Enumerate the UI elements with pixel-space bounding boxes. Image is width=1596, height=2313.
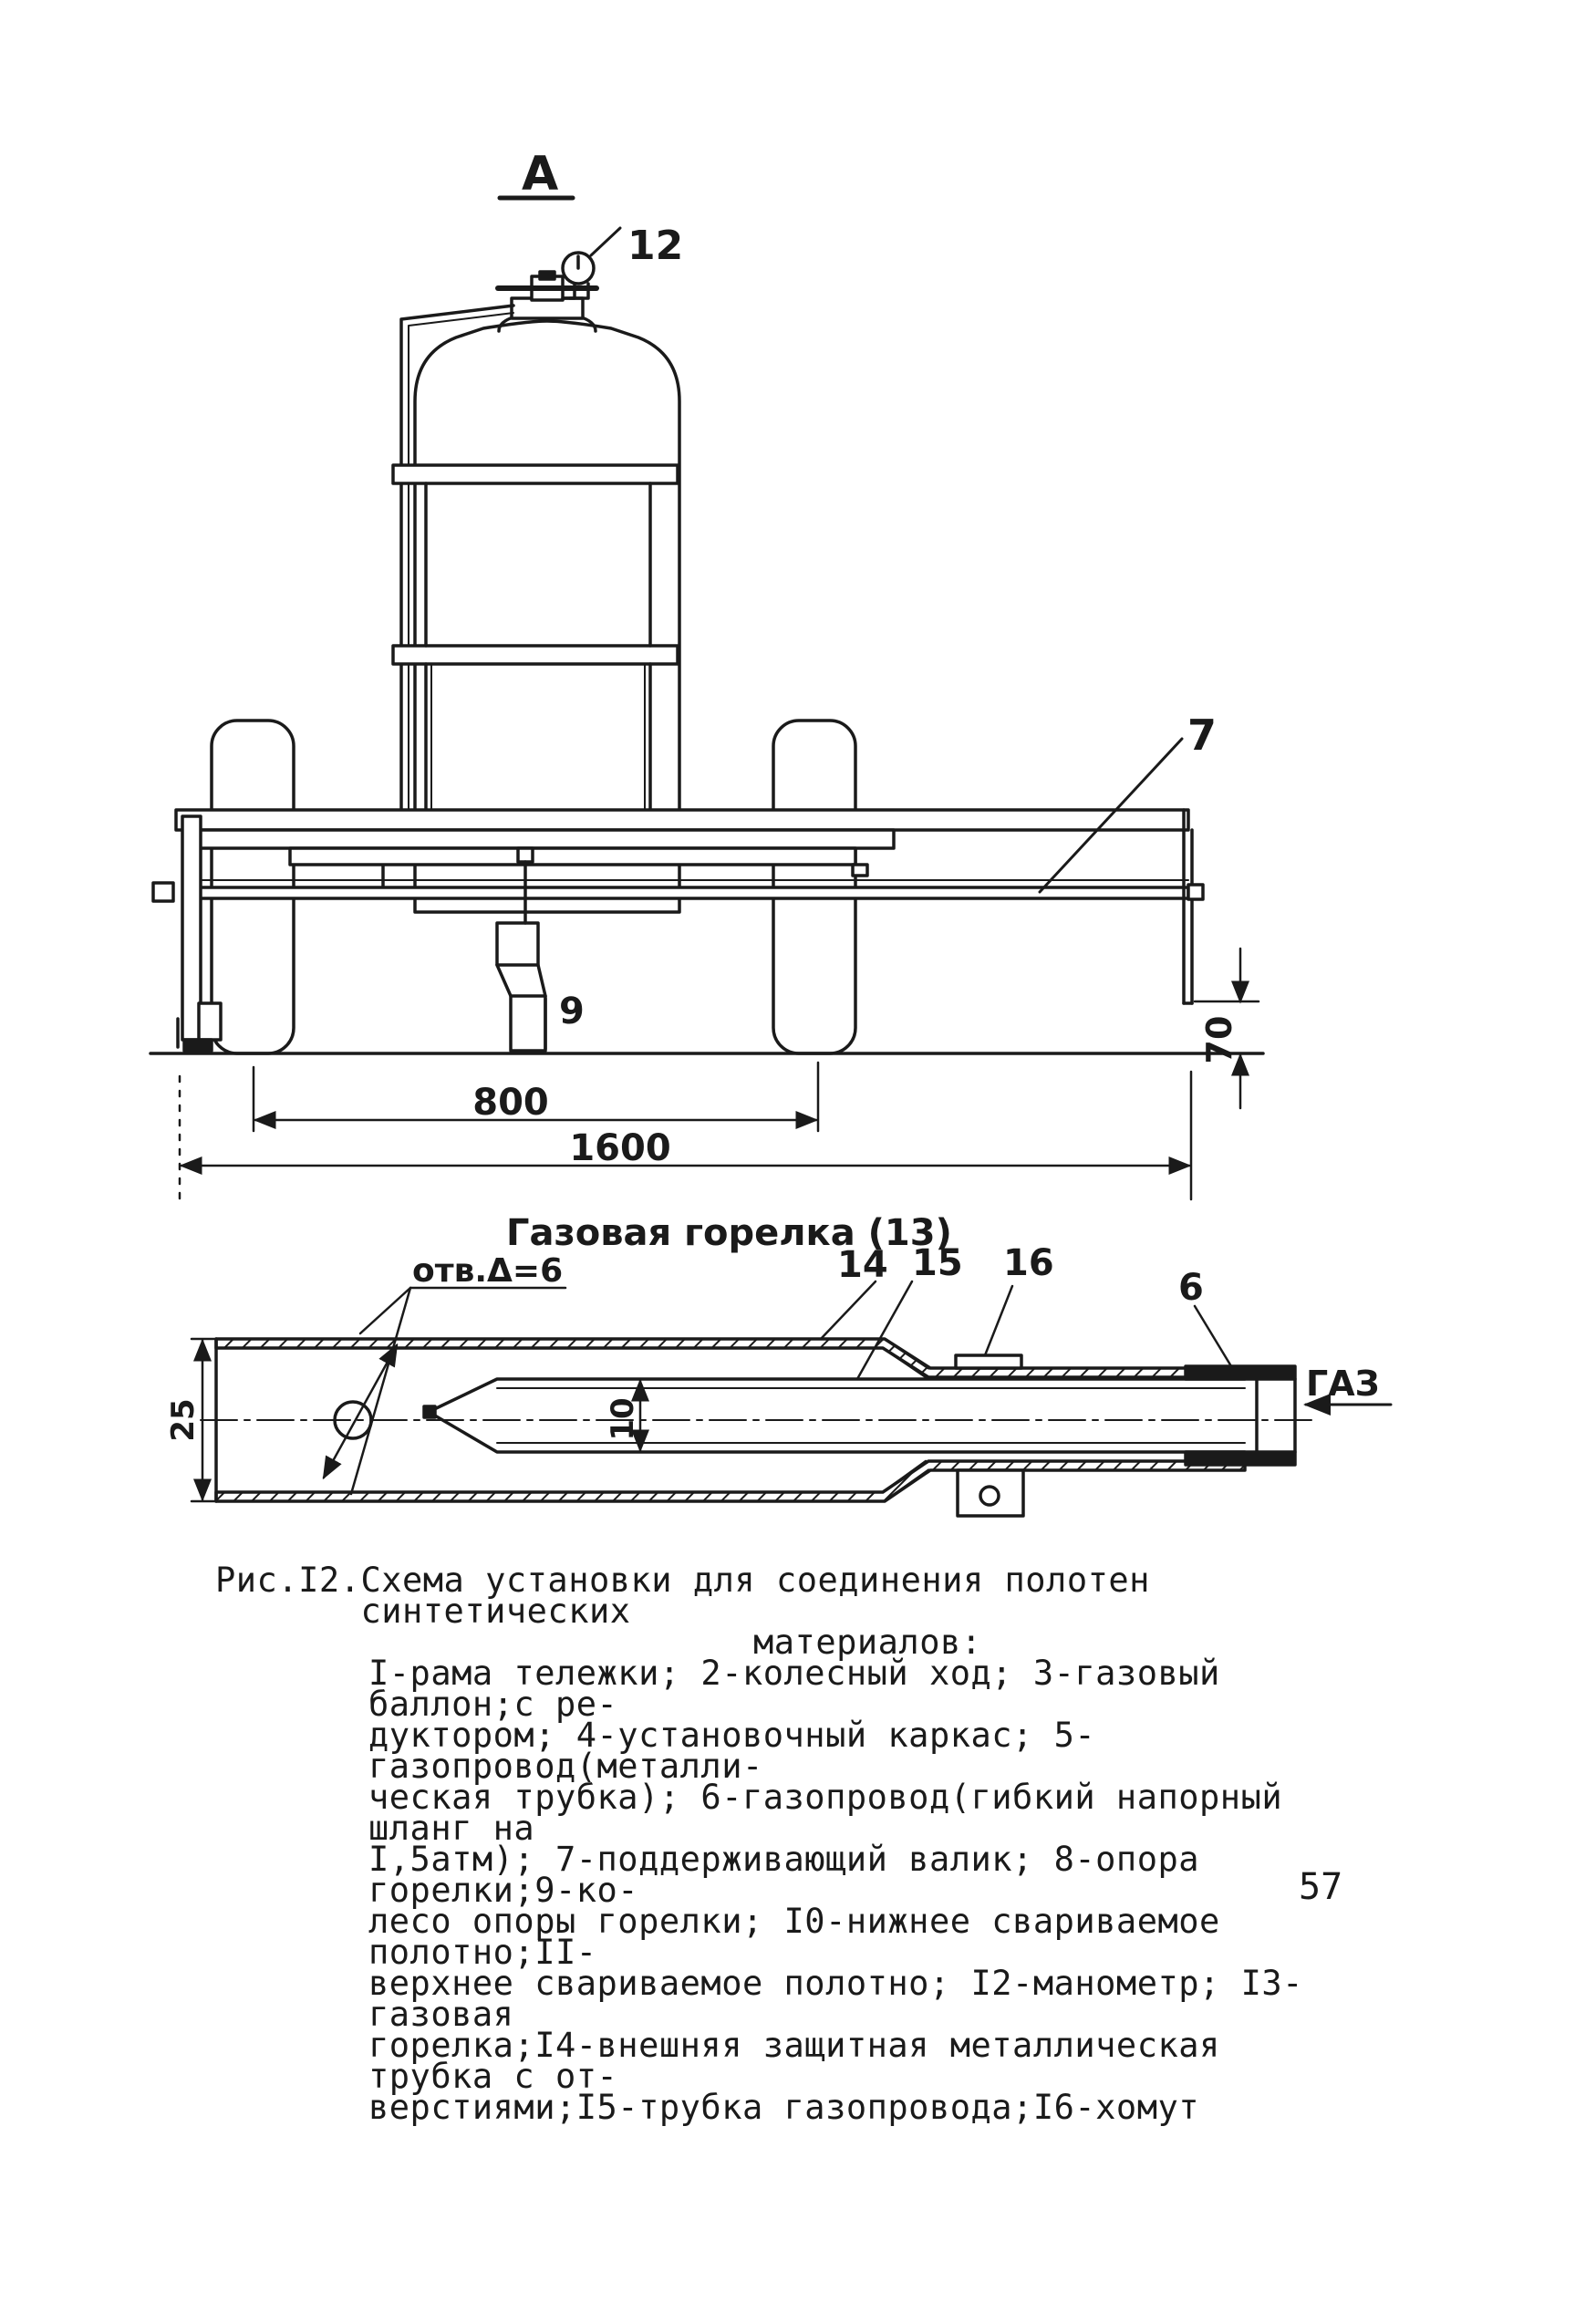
figure-caption: Рис.I2. Схема установки для соединения п… bbox=[215, 1561, 1364, 2127]
dim-25-label: 25 bbox=[165, 1398, 202, 1441]
outer-tube bbox=[214, 1337, 1247, 1503]
burner-title: Газовая горелка (13) bbox=[506, 1212, 952, 1254]
callout-16: 16 bbox=[1003, 1242, 1054, 1284]
dim-1600-label: 1600 bbox=[569, 1127, 670, 1169]
legend-line: I,5атм); 7-поддерживающий валик; 8-опора… bbox=[368, 1840, 1220, 1910]
dim-70-label: 70 bbox=[1199, 1016, 1239, 1064]
gas-inlet: ГАЗ bbox=[1303, 1364, 1393, 1416]
installation-frame bbox=[391, 463, 679, 823]
callout-7: 7 bbox=[1187, 710, 1217, 760]
trolley-frame bbox=[151, 808, 1205, 1005]
gas-label: ГАЗ bbox=[1306, 1364, 1380, 1404]
manometer: 12 bbox=[561, 223, 683, 300]
view-letter: A bbox=[522, 147, 558, 202]
gas-cylinder bbox=[413, 270, 681, 914]
legend-line: ческая трубка); 6-газопровод(гибкий напо… bbox=[368, 1778, 1303, 1848]
legend-line: горелка;I4-внешняя защитная металлическа… bbox=[368, 2026, 1241, 2096]
callout-9: 9 bbox=[559, 991, 585, 1032]
dim-800-label: 800 bbox=[472, 1082, 549, 1124]
legend-line: I-рама тележки; 2-колесный ход; 3-газовы… bbox=[368, 1654, 1241, 1724]
holes-label: отв.Δ=6 bbox=[412, 1252, 563, 1290]
figure-number: Рис.I2. bbox=[215, 1561, 361, 1600]
figure-title-cont: материалов: bbox=[753, 1623, 982, 1662]
callout-14: 14 bbox=[837, 1244, 888, 1286]
view-a-label: A bbox=[497, 147, 575, 202]
dim-1600: 1600 bbox=[178, 1070, 1193, 1201]
figure-title: Схема установки для соединения полотен с… bbox=[360, 1561, 1150, 1631]
callout-15: 15 bbox=[912, 1242, 963, 1284]
legend-line: верстиями;I5-трубка газопровода;I6-хомут bbox=[368, 2088, 1200, 2127]
left-support bbox=[176, 814, 223, 1053]
legend-line: верхнее свариваемое полотно; I2-манометр… bbox=[368, 1964, 1303, 2034]
gas-pipe-5 bbox=[381, 304, 515, 891]
flexible-hose bbox=[1184, 1364, 1297, 1467]
burner-support-wheel: 9 bbox=[495, 846, 585, 1053]
dim-70: 70 bbox=[1193, 947, 1260, 1110]
legend-line: дуктором; 4-установочный каркас; 5-газоп… bbox=[368, 1716, 1096, 1786]
dim-25: 25 bbox=[165, 1337, 218, 1503]
callout-6: 6 bbox=[1178, 1267, 1204, 1309]
callout-12: 12 bbox=[627, 223, 683, 269]
clamp bbox=[954, 1354, 1025, 1518]
legend-line: лесо опоры горелки; I0-нижнее свариваемо… bbox=[368, 1902, 1241, 1972]
inner-gas-pipe bbox=[422, 1377, 1247, 1454]
hole-marker: отв.Δ=6 bbox=[322, 1252, 567, 1496]
dim-10-label: 10 bbox=[605, 1397, 641, 1440]
page-number: 57 bbox=[1299, 1866, 1343, 1908]
dim-10: 10 bbox=[605, 1378, 649, 1453]
dim-800: 800 bbox=[252, 1061, 820, 1133]
